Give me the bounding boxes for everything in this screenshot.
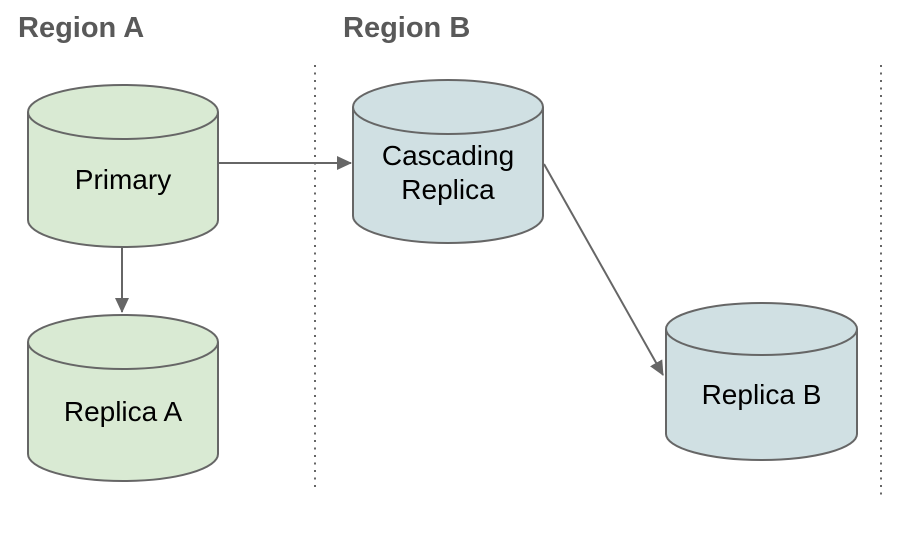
cylinder-top [352, 79, 544, 135]
region-b-title: Region B [343, 12, 471, 44]
replica-b-label: Replica B [701, 378, 822, 410]
cylinder-body [27, 112, 219, 248]
arrow-cascading-replica-to-replica-b [543, 163, 664, 376]
cylinder-body [665, 329, 858, 461]
region-a-title: Region A [18, 12, 145, 44]
replica-a-cylinder [27, 314, 219, 482]
cylinder-top [665, 302, 858, 356]
cylinder-body [27, 342, 219, 482]
primary-label: Primary [74, 163, 172, 195]
replica-a-label: Replica A [63, 395, 183, 427]
replica-b-cylinder [665, 302, 858, 461]
cylinder-top [27, 314, 219, 370]
cascading-replica-label: Cascading Replica [381, 140, 515, 205]
cylinder-body [352, 107, 544, 244]
cascading-replica-cylinder [352, 79, 544, 244]
cylinder-top [27, 84, 219, 140]
primary-cylinder [27, 84, 219, 248]
